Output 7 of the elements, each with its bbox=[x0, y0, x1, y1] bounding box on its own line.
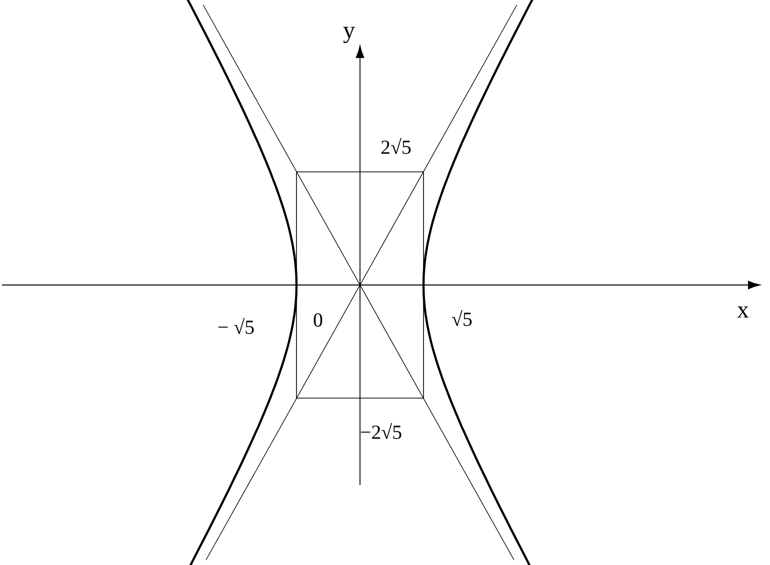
tick-label: − √5 bbox=[218, 318, 254, 334]
tick-label: √5 bbox=[452, 310, 472, 326]
axis-label: x bbox=[737, 306, 749, 318]
axis-label: y bbox=[343, 26, 355, 44]
tick-label: 0 bbox=[314, 313, 322, 327]
tick-label: 2√5 bbox=[381, 138, 411, 154]
tick-label: −2√5 bbox=[360, 423, 402, 439]
